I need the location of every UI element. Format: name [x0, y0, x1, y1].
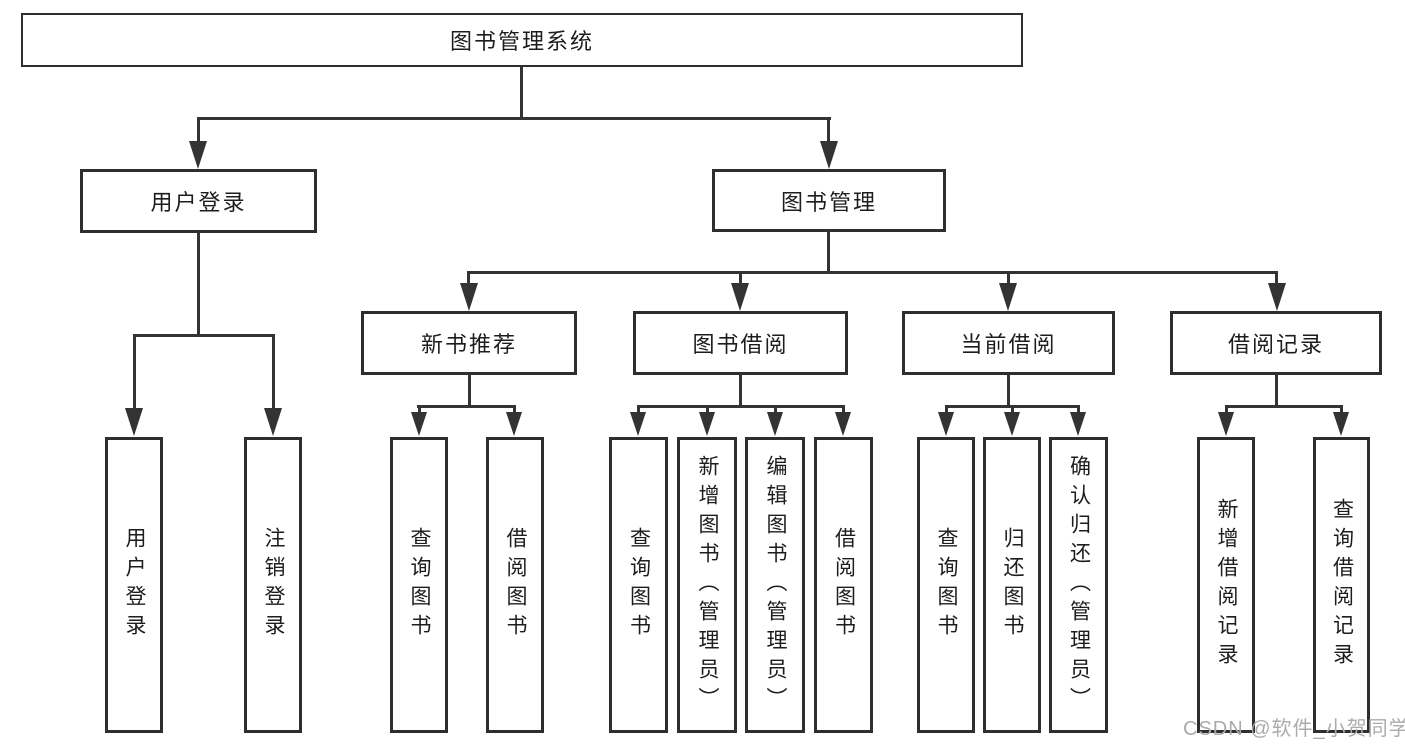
- connector-drop: [1225, 405, 1228, 415]
- leaf-confirm-return-admin: 确认归还（管理员）: [1049, 437, 1108, 733]
- arrowhead-leaf: [411, 412, 427, 436]
- node-book-borrow: 图书借阅: [633, 311, 848, 375]
- connector-drop-book-management: [827, 117, 830, 145]
- leaf-query-books-borrow: 查询图书: [609, 437, 668, 733]
- connector-drop: [1011, 405, 1014, 415]
- arrowhead-leaf: [767, 412, 783, 436]
- node-borrow-records: 借阅记录: [1170, 311, 1382, 375]
- leaf-return-books: 归还图书: [983, 437, 1041, 733]
- arrowhead-leaf: [1070, 412, 1086, 436]
- leaf-query-borrow-record: 查询借阅记录: [1313, 437, 1370, 733]
- connector-drop-book-borrow: [739, 271, 742, 285]
- arrowhead-leaf: [1004, 412, 1020, 436]
- connector-drop: [513, 405, 516, 415]
- csdn-watermark: CSDN @软件_小贺同学: [1183, 718, 1405, 740]
- arrowhead-leaf: [938, 412, 954, 436]
- node-current-borrow: 当前借阅: [902, 311, 1115, 375]
- arrowhead-leaf: [699, 412, 715, 436]
- arrowhead-leaf-logout: [264, 408, 282, 436]
- connector-user-login-rail: [133, 334, 275, 337]
- connector-drop-leaf-logout: [272, 334, 275, 410]
- connector-drop-new-book: [467, 271, 470, 285]
- arrowhead-leaf: [835, 412, 851, 436]
- connector-root-rail: [197, 117, 831, 120]
- connector-new-book-stem: [468, 374, 471, 407]
- connector-drop: [842, 405, 845, 415]
- arrowhead-book-management: [820, 141, 838, 169]
- leaf-edit-books-admin: 编辑图书（管理员）: [745, 437, 805, 733]
- arrowhead-borrow-records: [1268, 283, 1286, 311]
- connector-drop: [418, 405, 421, 415]
- connector-new-book-rail: [417, 405, 516, 408]
- connector-book-borrow-rail: [637, 405, 845, 408]
- arrowhead-user-login: [189, 141, 207, 169]
- arrowhead-book-borrow: [731, 283, 749, 311]
- leaf-query-books-recommend: 查询图书: [390, 437, 448, 733]
- connector-book-borrow-stem: [739, 374, 742, 407]
- connector-drop-borrow-records: [1275, 271, 1278, 285]
- leaf-borrow-books-recommend: 借阅图书: [486, 437, 544, 733]
- node-user-login: 用户登录: [80, 169, 317, 233]
- connector-drop: [1340, 405, 1343, 415]
- node-new-book-recommend: 新书推荐: [361, 311, 577, 375]
- leaf-user-login: 用户登录: [105, 437, 163, 733]
- connector-drop: [637, 405, 640, 415]
- connector-borrow-records-stem: [1275, 374, 1278, 407]
- leaf-add-books-admin: 新增图书（管理员）: [677, 437, 737, 733]
- connector-drop: [706, 405, 709, 415]
- arrowhead-leaf: [1218, 412, 1234, 436]
- arrowhead-leaf: [1333, 412, 1349, 436]
- leaf-add-borrow-record: 新增借阅记录: [1197, 437, 1255, 733]
- connector-drop-user-login: [197, 117, 200, 145]
- connector-drop: [774, 405, 777, 415]
- connector-drop: [945, 405, 948, 415]
- connector-drop: [1077, 405, 1080, 415]
- arrowhead-leaf-login: [125, 408, 143, 436]
- leaf-query-books-current: 查询图书: [917, 437, 975, 733]
- arrowhead-current-borrow: [999, 283, 1017, 311]
- arrowhead-leaf: [630, 412, 646, 436]
- connector-drop-current-borrow: [1007, 271, 1010, 285]
- connector-book-management-stem: [827, 231, 830, 273]
- leaf-logout: 注销登录: [244, 437, 302, 733]
- node-root: 图书管理系统: [21, 13, 1023, 67]
- connector-borrow-records-rail: [1225, 405, 1343, 408]
- arrowhead-leaf: [506, 412, 522, 436]
- connector-root-stem: [520, 66, 523, 119]
- connector-user-login-stem: [197, 232, 200, 336]
- arrowhead-new-book: [460, 283, 478, 311]
- connector-book-management-rail: [467, 271, 1278, 274]
- leaf-borrow-books: 借阅图书: [814, 437, 873, 733]
- node-book-management: 图书管理: [712, 169, 946, 232]
- connector-current-borrow-stem: [1007, 374, 1010, 407]
- connector-drop-leaf-login: [133, 334, 136, 410]
